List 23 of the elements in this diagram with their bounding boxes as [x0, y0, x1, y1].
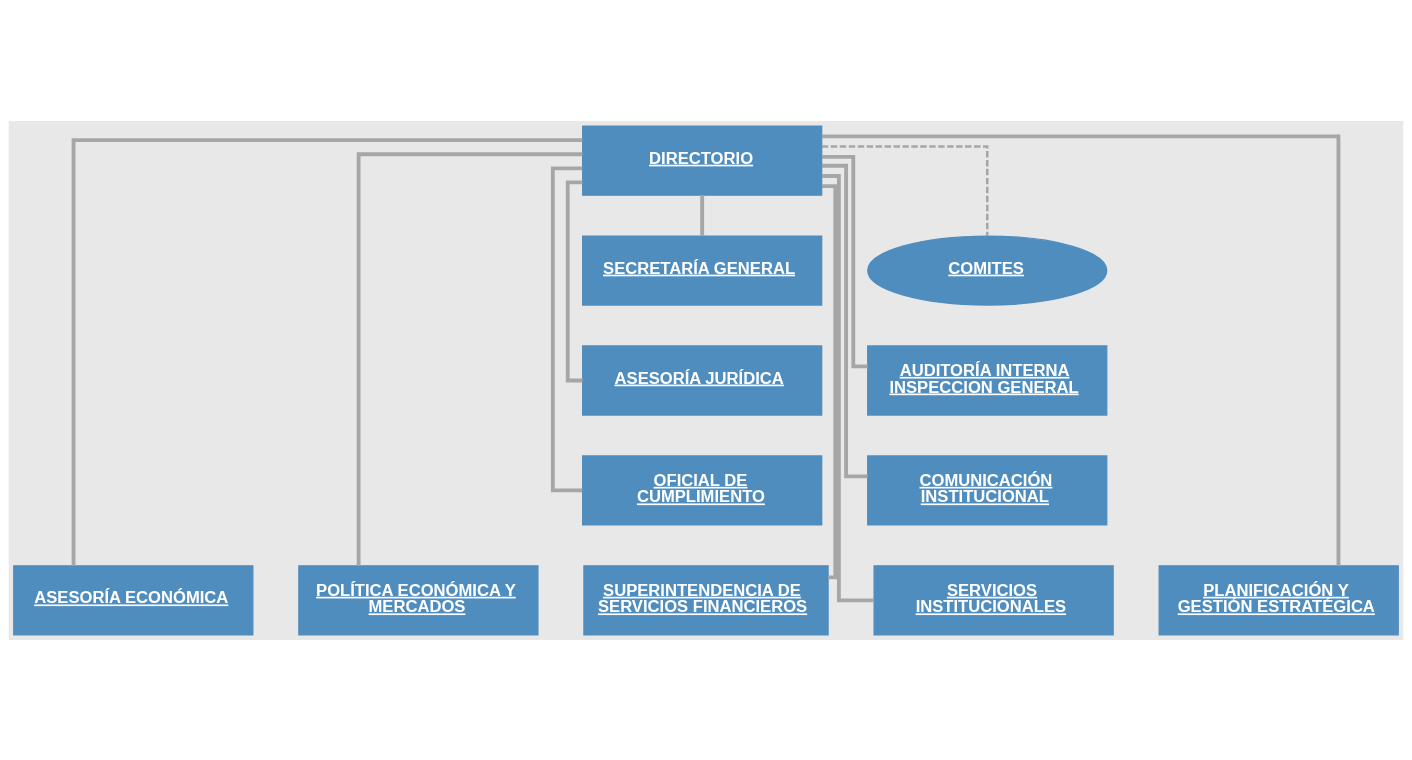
connector [822, 173, 874, 602]
node-box: PLANIFICACIÓN Y GESTIÓN ESTRATÉGICA [1158, 564, 1399, 636]
connector [822, 183, 838, 579]
node-box: SERVICIOS INSTITUCIONALES [873, 564, 1114, 636]
node-box: POLÍTICA ECONÓMICA Y MERCADOS [298, 564, 539, 636]
node-box: ASESORÍA ECONÓMICA [13, 564, 254, 636]
node-box: SECRETARÍA GENERAL [582, 234, 823, 306]
node-ellipse: COMITES [867, 234, 1108, 306]
node-box: COMUNICACIÓN INSTITUCIONAL [867, 454, 1108, 526]
node-box: DIRECTORIO [582, 124, 823, 196]
connector [550, 165, 583, 492]
connector [821, 133, 1341, 565]
connector [71, 137, 583, 566]
node-box: OFICIAL DE CUMPLIMIENTO [582, 454, 823, 526]
connector [565, 179, 583, 382]
node-box: AUDITORÍA INTERNA INSPECCION GENERAL [867, 344, 1108, 416]
connector [822, 163, 868, 478]
connector [700, 194, 705, 236]
connector [356, 151, 583, 566]
connector [821, 144, 989, 236]
connector [822, 154, 868, 368]
node-box: ASESORÍA JURÍDICA [582, 344, 823, 416]
node-box: SUPERINTENDENCIA DE SERVICIOS FINANCIEROS [583, 564, 829, 636]
